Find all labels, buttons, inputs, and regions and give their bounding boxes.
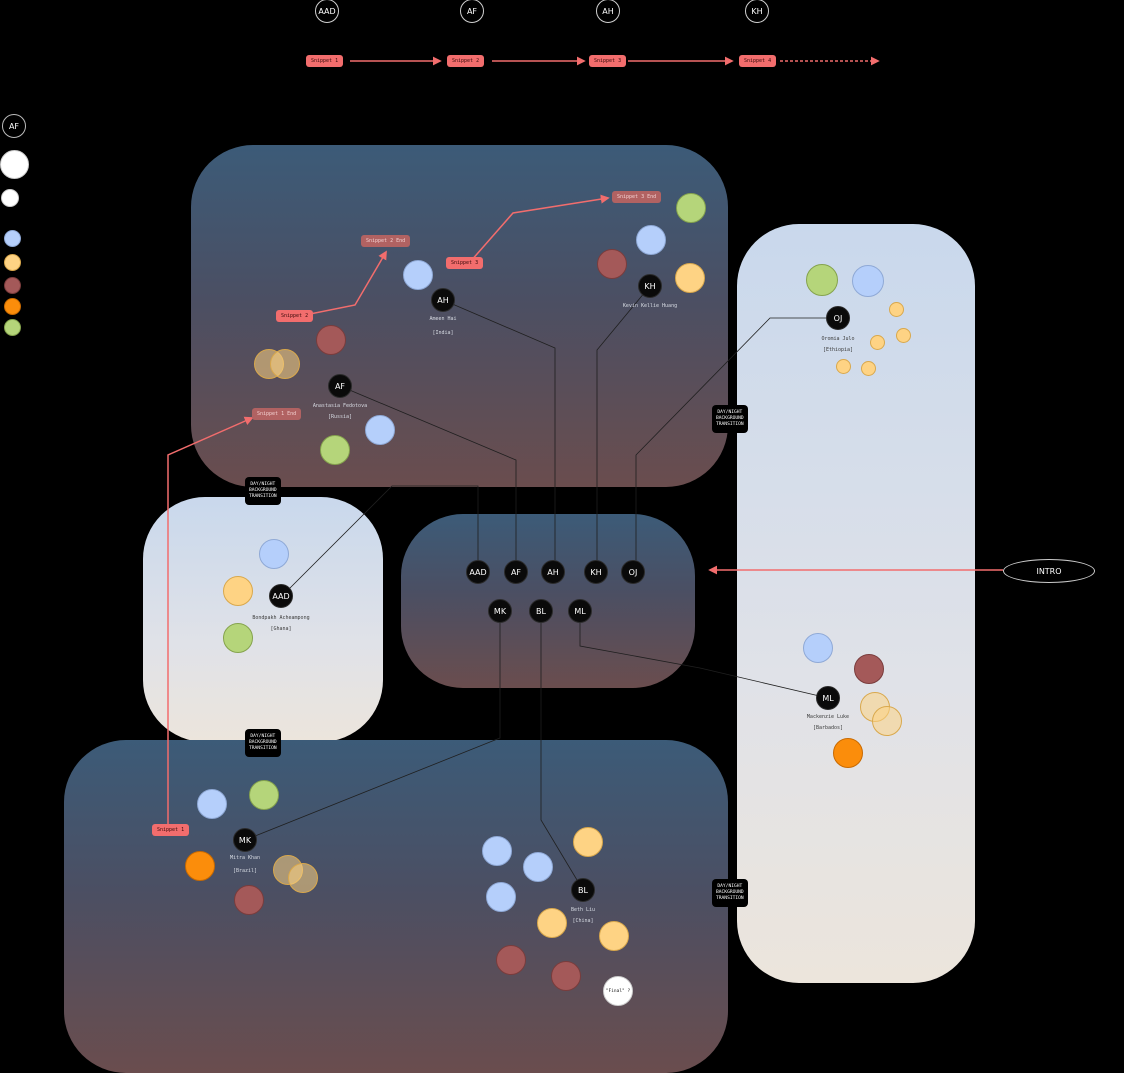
blue-dot: [852, 265, 884, 297]
transition-tag-4: DAY/NIGHT BACKGROUND TRANSITION: [712, 879, 748, 907]
blue-dot: [259, 539, 289, 569]
green-dot: [676, 193, 706, 223]
small-yellow-dot: [836, 359, 851, 374]
yellow-dot: [537, 908, 567, 938]
hub-badge-mk[interactable]: MK: [488, 599, 512, 623]
person-place-af: [Russia]: [327, 414, 353, 420]
legend-initials-badge: AF: [2, 114, 26, 138]
maroon-dot: [551, 961, 581, 991]
final-dot[interactable]: "Final" ?: [603, 976, 633, 1006]
snippet-1-end-marker[interactable]: Snippet 1 End: [252, 408, 302, 420]
hub-badge-oj[interactable]: OJ: [621, 560, 645, 584]
person-badge-mk[interactable]: MK: [233, 828, 257, 852]
maroon-dot: [234, 885, 264, 915]
legend-green-swatch: [4, 319, 21, 336]
timeline-snippet-3[interactable]: Snippet 3: [589, 55, 627, 67]
person-badge-ml[interactable]: ML: [816, 686, 840, 710]
blue-dot: [636, 225, 666, 255]
blue-dot: [523, 852, 553, 882]
hub-badge-ah[interactable]: AH: [541, 560, 565, 584]
person-name-ah: Ameen Hai: [429, 316, 457, 322]
timeline-badge-af: AF: [460, 0, 484, 23]
legend-blue-swatch: [4, 230, 21, 247]
yellow-dot-overlap: [288, 863, 318, 893]
maroon-dot: [597, 249, 627, 279]
yellow-dot: [675, 263, 705, 293]
intro-node[interactable]: INTRO: [1003, 559, 1095, 583]
small-yellow-dot: [896, 328, 911, 343]
person-place-oj: [Ethiopia]: [822, 347, 854, 353]
person-badge-kh[interactable]: KH: [638, 274, 662, 298]
blue-dot: [486, 882, 516, 912]
timeline-snippet-2[interactable]: Snippet 2: [447, 55, 485, 67]
person-name-oj: Oromia Julo: [821, 336, 855, 342]
person-place-mk: [Brazil]: [232, 868, 258, 874]
small-yellow-dot: [889, 302, 904, 317]
small-yellow-dot: [870, 335, 885, 350]
maroon-dot: [854, 654, 884, 684]
person-name-mk: Mitra Khan: [229, 855, 261, 861]
person-badge-bl[interactable]: BL: [571, 878, 595, 902]
legend-overlap-circle: [1, 189, 19, 207]
hub-badge-kh[interactable]: KH: [584, 560, 608, 584]
person-name-ml: Mackenzie Luke: [806, 714, 850, 720]
hub-badge-bl[interactable]: BL: [529, 599, 553, 623]
person-place-ml: [Barbados]: [812, 725, 844, 731]
person-name-af: Anastasia Fedotova: [312, 403, 368, 409]
timeline-snippet-4[interactable]: Snippet 4: [739, 55, 777, 67]
orange-dot: [833, 738, 863, 768]
final-label: "Final" ?: [605, 988, 631, 994]
snippet-2-marker[interactable]: Snippet 2: [276, 310, 314, 322]
person-place-ah: [India]: [432, 330, 454, 336]
yellow-dot-overlap: [872, 706, 902, 736]
green-dot: [806, 264, 838, 296]
transition-tag-1: DAY/NIGHT BACKGROUND TRANSITION: [245, 477, 281, 505]
orange-dot: [185, 851, 215, 881]
blue-dot: [403, 260, 433, 290]
timeline-badge-kh: KH: [745, 0, 769, 23]
legend-yellow-swatch: [4, 254, 21, 271]
blue-dot: [197, 789, 227, 819]
green-dot: [320, 435, 350, 465]
green-dot: [249, 780, 279, 810]
person-badge-oj[interactable]: OJ: [826, 306, 850, 330]
person-place-bl: [China]: [572, 918, 594, 924]
snippet-1-marker[interactable]: Snippet 1: [152, 824, 190, 836]
person-name-aad: Bondpakh Acheampong: [252, 615, 310, 621]
transition-tag-2: DAY/NIGHT BACKGROUND TRANSITION: [712, 405, 748, 433]
maroon-dot: [496, 945, 526, 975]
timeline-snippet-1[interactable]: Snippet 1: [306, 55, 344, 67]
hub-badge-aad[interactable]: AAD: [466, 560, 490, 584]
person-name-bl: Beth Liu: [570, 907, 596, 913]
person-badge-aad[interactable]: AAD: [269, 584, 293, 608]
blue-dot: [803, 633, 833, 663]
region-bottom-night: [64, 740, 728, 1073]
timeline-badge-ah: AH: [596, 0, 620, 23]
yellow-dot-overlap: [270, 349, 300, 379]
transition-tag-3: DAY/NIGHT BACKGROUND TRANSITION: [245, 729, 281, 757]
legend-large-circle: [0, 150, 29, 179]
timeline-badge-aad: AAD: [315, 0, 339, 23]
snippet-2-end-marker[interactable]: Snippet 2 End: [361, 235, 411, 247]
person-badge-af[interactable]: AF: [328, 374, 352, 398]
yellow-dot: [223, 576, 253, 606]
person-badge-ah[interactable]: AH: [431, 288, 455, 312]
small-yellow-dot: [861, 361, 876, 376]
maroon-dot: [316, 325, 346, 355]
legend-orange-swatch: [4, 298, 21, 315]
snippet-3-end-marker[interactable]: Snippet 3 End: [612, 191, 662, 203]
snippet-3-marker[interactable]: Snippet 3: [446, 257, 484, 269]
legend-maroon-swatch: [4, 277, 21, 294]
hub-badge-af[interactable]: AF: [504, 560, 528, 584]
yellow-dot: [599, 921, 629, 951]
person-place-aad: [Ghana]: [270, 626, 292, 632]
person-name-kh: Kevin Kellie Huang: [622, 303, 678, 309]
yellow-dot: [573, 827, 603, 857]
hub-badge-ml[interactable]: ML: [568, 599, 592, 623]
blue-dot: [482, 836, 512, 866]
